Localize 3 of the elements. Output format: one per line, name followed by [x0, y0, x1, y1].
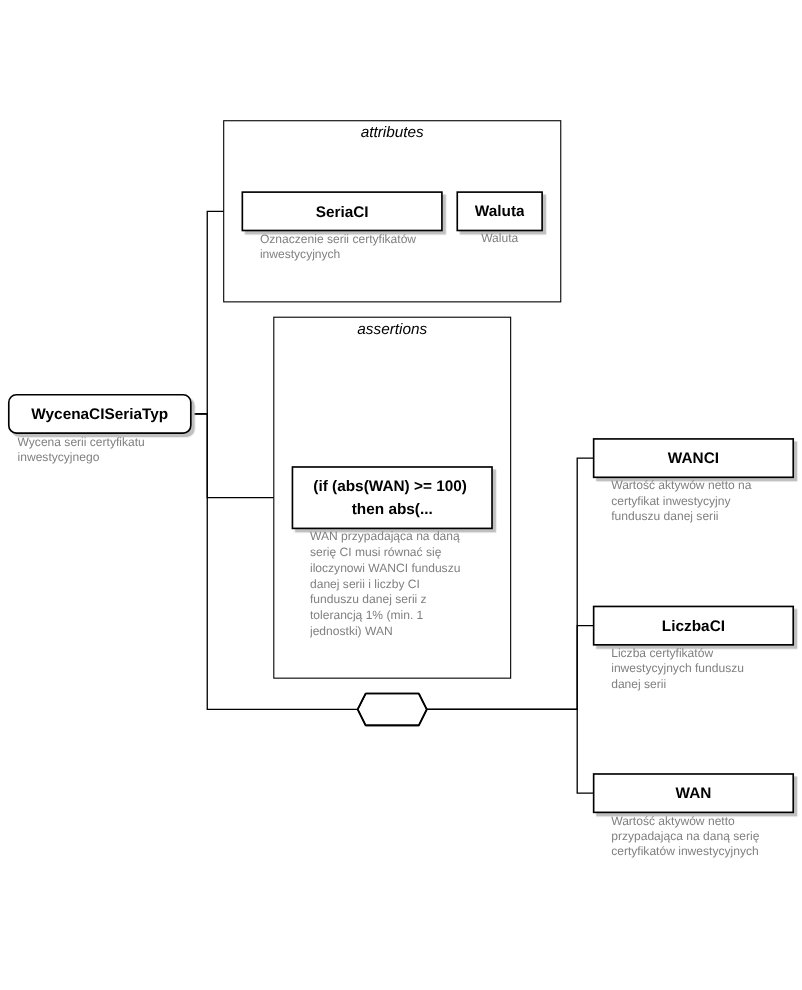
connector — [426, 708, 595, 794]
connector — [190, 413, 359, 711]
connector — [190, 413, 275, 499]
